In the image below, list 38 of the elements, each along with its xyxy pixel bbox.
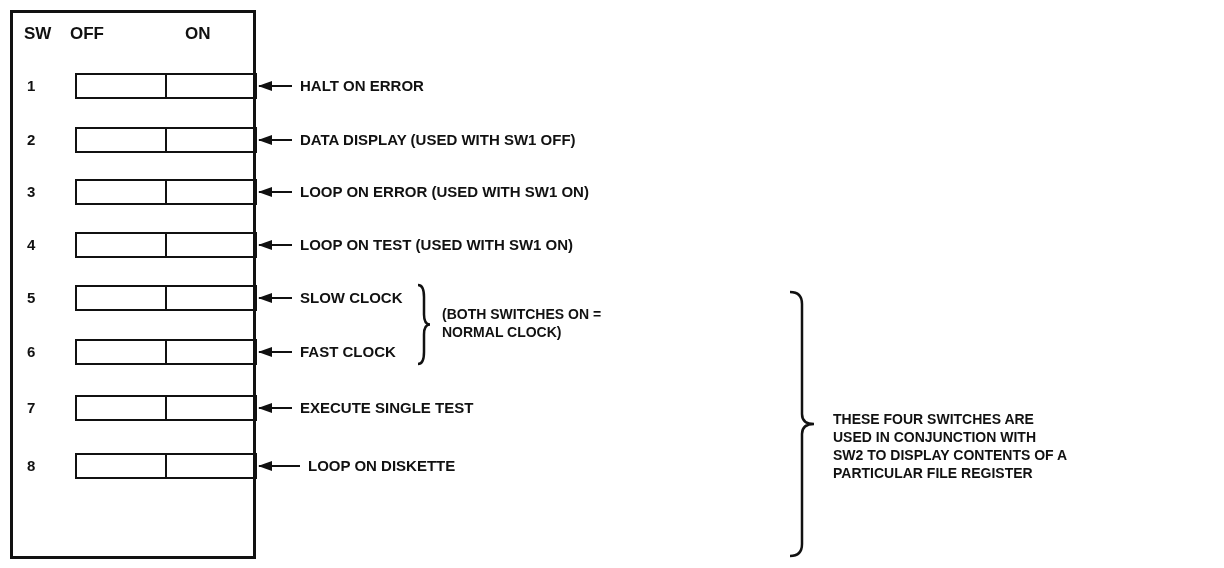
column-heading: SW xyxy=(24,25,52,43)
switch-function-text: EXECUTE SINGLE TEST xyxy=(300,399,474,417)
dip-switch xyxy=(75,285,257,311)
switch-function-text: FAST CLOCK xyxy=(300,343,396,361)
switch-function-text: LOOP ON DISKETTE xyxy=(308,457,456,475)
arrow xyxy=(258,240,293,250)
arrow xyxy=(258,135,293,145)
dip-switch xyxy=(75,232,257,258)
note-text: (BOTH SWITCHES ON = NORMAL CLOCK) xyxy=(442,305,603,341)
dip-switch xyxy=(75,453,257,479)
switch-number: 2 xyxy=(27,131,36,149)
switch-number: 1 xyxy=(27,77,36,95)
switch-number: 5 xyxy=(27,289,36,307)
switch-function-text: LOOP ON TEST (USED WITH SW1 ON) xyxy=(300,236,574,254)
switch-number: 6 xyxy=(27,343,36,361)
arrow xyxy=(258,187,293,197)
dip-switch xyxy=(75,127,257,153)
switch-function-text: SLOW CLOCK xyxy=(300,289,403,307)
dip-switch xyxy=(75,179,257,205)
switch-number: 4 xyxy=(27,236,36,254)
switch-function-text: HALT ON ERROR xyxy=(300,77,424,95)
arrow xyxy=(258,403,293,413)
arrow xyxy=(258,293,293,303)
dip-switch xyxy=(75,73,257,99)
note-text: THESE FOUR SWITCHES ARE USED IN CONJUNCTION WITH SW2 TO DISPLAY CONTENTS OF A PARTICULAR FILE REGISTER xyxy=(833,410,1068,482)
dip-switch xyxy=(75,395,257,421)
switch-number: 3 xyxy=(27,183,36,201)
switch-function-text: LOOP ON ERROR (USED WITH SW1 ON) xyxy=(300,183,589,201)
arrow xyxy=(258,347,293,357)
arrow xyxy=(258,81,293,91)
switch-number: 7 xyxy=(27,399,36,417)
column-heading: ON xyxy=(185,25,211,43)
switch-panel xyxy=(10,10,256,559)
column-heading: OFF xyxy=(70,25,104,43)
switch-number: 8 xyxy=(27,457,36,475)
switch-function-text: DATA DISPLAY (USED WITH SW1 OFF) xyxy=(300,131,576,149)
dip-switch xyxy=(75,339,257,365)
arrow xyxy=(258,461,301,471)
